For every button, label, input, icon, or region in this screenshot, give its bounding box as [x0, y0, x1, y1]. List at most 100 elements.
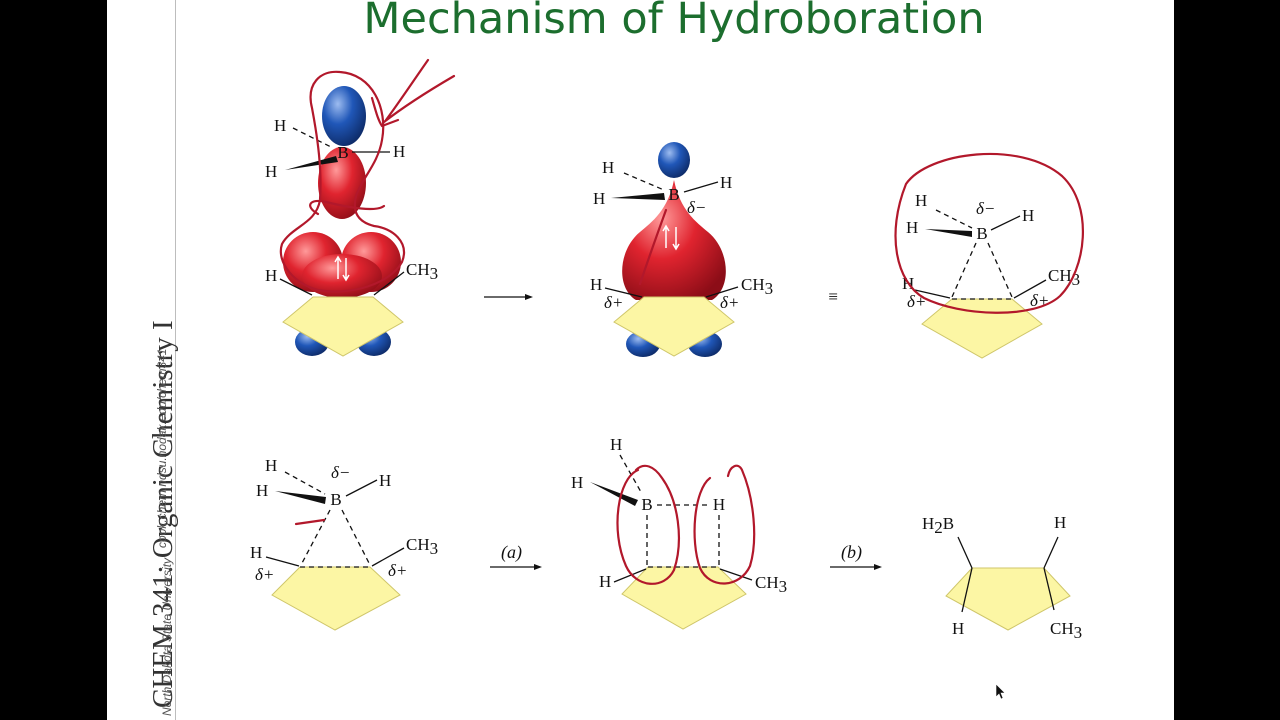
- wedge-bond: [590, 482, 638, 506]
- boron-atom: B: [668, 185, 679, 204]
- annotation-loop: [279, 70, 405, 293]
- c-ch3-bond: [1043, 567, 1055, 611]
- hydrogen-label: H: [265, 456, 277, 475]
- hydrogen-label: H: [720, 173, 732, 192]
- reaction-arrow: [484, 294, 533, 300]
- hydrogen-label: H: [379, 471, 391, 490]
- partial-charge-label: δ−: [331, 463, 350, 482]
- c-ch3-bond: [705, 286, 739, 298]
- slide: Mechanism of Hydroboration CHEM 341: Org…: [107, 0, 1174, 720]
- hydrogen-label: H: [906, 218, 918, 237]
- hydrogen-label: H: [250, 543, 262, 562]
- partial-charge-label: δ−: [687, 198, 706, 217]
- step-label-b: (b): [841, 542, 862, 563]
- cyclopentene-ring: [621, 566, 747, 630]
- methyl-label: CH3: [755, 573, 787, 596]
- reaction-arrow-b: (b): [830, 542, 882, 570]
- c-h-bond: [914, 289, 951, 299]
- hydrogen-label: H: [713, 495, 725, 514]
- c-ch3-bond: [373, 271, 405, 296]
- hydrogen-label: H: [274, 116, 286, 135]
- partial-charge-label: δ+: [720, 293, 739, 312]
- c-ch3-bond: [1013, 279, 1047, 299]
- wedge-bond: [275, 491, 326, 504]
- boron-atom: B: [641, 495, 652, 514]
- hydrogen-label: H: [265, 266, 277, 285]
- cyclopentene-ring: [271, 566, 401, 631]
- annotation-stroke: [638, 208, 668, 286]
- hydrogen-label: H: [256, 481, 268, 500]
- c-h-bond: [265, 556, 300, 567]
- partial-b-c-bond: [300, 509, 331, 566]
- hydrogen-label: H: [1054, 513, 1066, 532]
- annotation-circle: [894, 152, 1085, 314]
- reaction-arrow-a: (a): [490, 542, 542, 570]
- boron-atom: B: [976, 224, 987, 243]
- c-h-bond: [604, 287, 643, 298]
- step-label-a: (a): [501, 542, 522, 563]
- annotation-arrow: [370, 58, 456, 128]
- electron-pair-icon: [662, 224, 680, 251]
- boron-p-lobe-top: [322, 86, 366, 146]
- hydrogen-label: H: [602, 158, 614, 177]
- partial-charge-label: δ+: [907, 292, 926, 311]
- wedge-bond: [925, 229, 972, 237]
- panel-product: H2B H H CH3: [922, 513, 1082, 642]
- annotation-loop: [693, 464, 756, 585]
- annotation-loop: [616, 464, 680, 585]
- boron-p-lobe-top: [658, 142, 690, 178]
- b-h-bond: [683, 181, 719, 193]
- hashed-bond: [935, 209, 973, 229]
- hydroboration-diagram: B H H H H CH3 B: [250, 58, 1085, 700]
- c-h-bond: [613, 568, 647, 583]
- wedge-bond: [611, 193, 665, 200]
- methyl-label: CH3: [406, 535, 438, 558]
- c-ch3-bond: [371, 547, 405, 567]
- panel-transition-state-repeat: B H H H δ− H δ+ CH3 δ+: [250, 456, 438, 631]
- hydrogen-label: H: [599, 572, 611, 591]
- slide-title: Mechanism of Hydroboration: [363, 0, 985, 44]
- c-h-bond: [961, 567, 973, 613]
- electron-pair-icon: [334, 255, 350, 282]
- wedge-bond: [285, 156, 338, 170]
- c-h-bond: [1043, 536, 1059, 569]
- c-ch3-bond: [719, 568, 753, 581]
- methyl-label: CH3: [406, 260, 438, 283]
- handwritten-annotations: [279, 58, 1085, 585]
- methyl-label: CH3: [741, 275, 773, 298]
- hydrogen-label: H: [590, 275, 602, 294]
- partial-b-c-bond: [987, 242, 1013, 298]
- sidebar-divider: [175, 0, 176, 720]
- hydrogen-label: H: [393, 142, 405, 161]
- boron-atom: B: [337, 143, 348, 162]
- cyclopentane-ring: [945, 567, 1071, 631]
- partial-charge-label: δ+: [604, 293, 623, 312]
- hydrogen-label: H: [952, 619, 964, 638]
- partial-charge-label: δ+: [388, 561, 407, 580]
- b-h-bond: [990, 215, 1021, 231]
- boron-atom: B: [330, 490, 341, 509]
- b-h-bond: [345, 479, 378, 497]
- methyl-label: CH3: [1048, 266, 1080, 289]
- c-b-bond: [957, 536, 973, 569]
- hydrogen-label: H: [571, 473, 583, 492]
- panel-orbital-overlap: B H H H δ− H δ+ CH3 δ+: [590, 142, 773, 357]
- cyclopentene-ring: [282, 296, 404, 357]
- partial-charge-label: δ+: [255, 565, 274, 584]
- hydrogen-label: H: [593, 189, 605, 208]
- mouse-pointer-icon: [995, 683, 1006, 700]
- c-h-bond: [279, 278, 313, 296]
- cyclopentene-ring: [921, 298, 1043, 359]
- panel-orbital-approach: B H H H H CH3: [265, 86, 438, 357]
- annotation-dash: [294, 518, 326, 526]
- hydrogen-label: H: [265, 162, 277, 181]
- partial-b-c-bond: [951, 242, 977, 298]
- hydrogen-label: H: [610, 435, 622, 454]
- hydrogen-label: H: [915, 191, 927, 210]
- methyl-label: CH3: [1050, 619, 1082, 642]
- hydrogen-label: H: [1022, 206, 1034, 225]
- hashed-bond: [619, 454, 642, 493]
- equivalence-symbol: ≡: [828, 287, 838, 306]
- panel-transition-state: B H H H δ− H δ+ CH3 δ+: [902, 191, 1080, 359]
- hashed-bond: [284, 471, 326, 495]
